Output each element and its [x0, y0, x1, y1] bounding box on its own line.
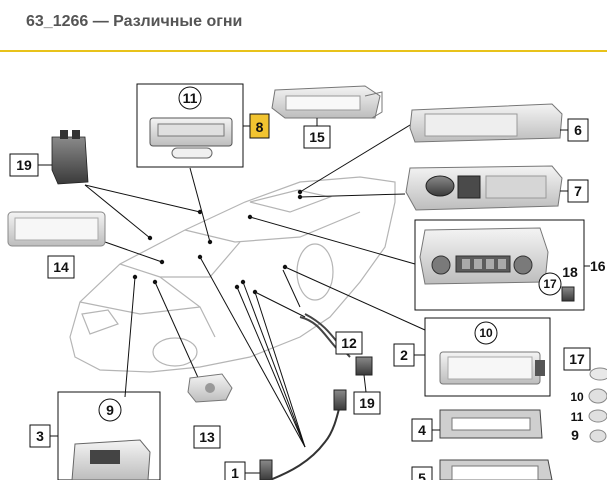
page-title: 63_1266 — Различные огни: [26, 13, 243, 30]
callout-9a: 9: [106, 402, 114, 418]
callout-circle-10: [474, 321, 498, 345]
callout-2: 2: [400, 347, 408, 363]
callout-13: 13: [199, 429, 215, 445]
part-19-connector: [51, 130, 89, 185]
callout-4: 4: [418, 422, 426, 438]
callout-12: 12: [341, 335, 357, 351]
callout-1: 1: [231, 465, 239, 480]
callout-19a: 19: [16, 157, 32, 173]
parts-diagram: 19 14 11 8 15 6 7: [7, 83, 607, 480]
part-10-lamp: [439, 351, 545, 385]
callout-15: 15: [309, 129, 325, 145]
part-9-lamp: [71, 439, 151, 480]
car-outline: [69, 176, 396, 373]
callout-19b: 19: [359, 395, 375, 411]
callout-10: 10: [479, 326, 493, 340]
callout-3: 3: [36, 428, 44, 444]
callout-7: 7: [574, 183, 582, 199]
leader-dots: [132, 189, 303, 295]
bulb-10: [588, 388, 607, 404]
callout-circle-9a: [98, 398, 122, 422]
part-7-lamp: [405, 165, 563, 211]
part-14-lamp: [7, 211, 106, 247]
callout-11b: 11: [571, 410, 584, 424]
callout-10b: 10: [570, 390, 584, 404]
part-15-lamp: [271, 85, 383, 119]
part-13-lamp: [187, 373, 233, 403]
bulb-11: [588, 409, 607, 423]
part-11-module: [149, 117, 233, 159]
callout-14: 14: [53, 259, 69, 275]
callout-box-14: [47, 255, 75, 279]
callout-5: 5: [418, 470, 426, 480]
bulb-17: [589, 367, 607, 381]
part-5-gasket: [439, 459, 553, 480]
part-4-gasket: [439, 409, 543, 439]
leader-lines: [84, 121, 426, 448]
callout-9b: 9: [571, 427, 579, 443]
part-18-connector: [561, 286, 575, 302]
callout-16: 16: [590, 258, 606, 274]
bulb-9: [589, 429, 607, 443]
callout-17b: 17: [569, 351, 585, 367]
callout-circle-11: [178, 86, 202, 110]
callout-11: 11: [183, 90, 198, 106]
callout-box-17b: [563, 347, 591, 371]
part-1-plug: [333, 389, 347, 411]
callout-box-12: [335, 331, 363, 355]
part-10-frame: [424, 317, 551, 397]
part-1-wire: [269, 396, 343, 480]
callout-box-13: [193, 425, 221, 449]
callout-18: 18: [562, 264, 578, 280]
page-header: 63_1266 — Различные огни: [0, 0, 607, 52]
callout-6: 6: [574, 122, 582, 138]
callout-circle-17a: [538, 272, 562, 296]
callout-8: 8: [256, 119, 264, 135]
callout-17a: 17: [543, 277, 557, 291]
callout-box-5: [411, 466, 433, 480]
part-1-connector: [259, 459, 273, 480]
callout-box-19b: [353, 391, 381, 415]
part-19-connector-b: [355, 356, 373, 376]
part-6-lamp: [409, 103, 563, 143]
part-16-console: [419, 227, 549, 285]
part-16-frame: [414, 219, 585, 311]
